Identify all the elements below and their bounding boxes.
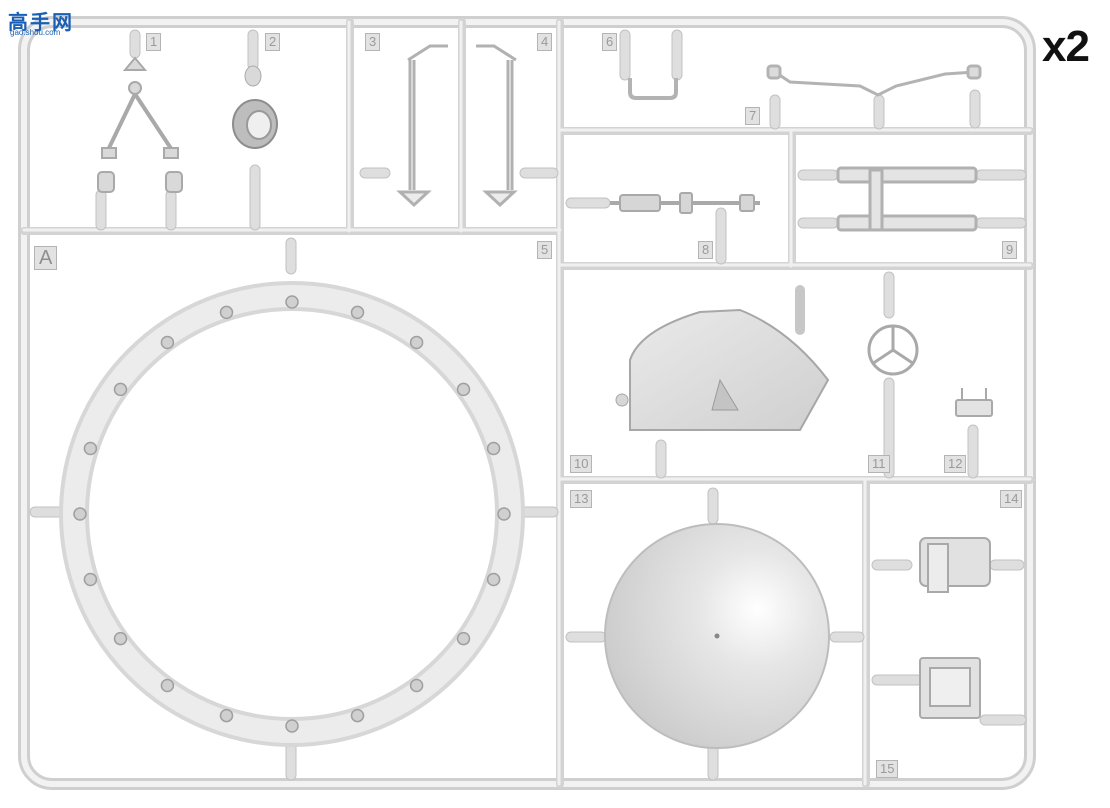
ring-bolt xyxy=(285,719,299,733)
ring-bolt xyxy=(456,382,471,397)
part-8-shock xyxy=(610,192,760,214)
part-5-clear-ring xyxy=(59,281,525,747)
ring-bolt xyxy=(486,572,501,587)
part-number-label: 7 xyxy=(745,107,761,125)
quantity-multiplier: x2 xyxy=(1042,22,1090,71)
part-1-tripod xyxy=(97,56,183,193)
watermark-main-text: 高手网 xyxy=(8,12,74,34)
ring-bolt xyxy=(285,295,299,309)
ring-bolt xyxy=(350,305,365,320)
part-12-bracket xyxy=(955,388,993,417)
part-number-label: 5 xyxy=(537,241,553,259)
part-6-u-bracket xyxy=(628,78,678,100)
part-3-4-frames xyxy=(396,44,518,208)
sprue-letter-label: A xyxy=(34,246,58,270)
ring-bolt xyxy=(409,335,424,350)
outer-sprue-frame xyxy=(18,16,1036,790)
ring-bolt xyxy=(113,382,128,397)
part-number-label: 11 xyxy=(868,455,890,473)
ring-bolt xyxy=(486,441,501,456)
part-number-label: 2 xyxy=(265,33,281,51)
part-number-label: 12 xyxy=(944,455,967,473)
ring-bolt xyxy=(73,507,87,521)
part-7-bar xyxy=(766,64,982,97)
ring-bolt xyxy=(160,335,175,350)
ring-bolt xyxy=(219,305,234,320)
ring-bolt xyxy=(497,507,511,521)
ring-bolt xyxy=(456,631,471,646)
ring-bolt xyxy=(409,678,424,693)
part-number-label: 9 xyxy=(1002,241,1018,259)
internal-runners xyxy=(20,18,1034,788)
part-11-steering-wheel xyxy=(867,324,919,376)
part-number-label: 13 xyxy=(570,490,593,508)
part-number-label: 8 xyxy=(698,241,714,259)
part-9-frame xyxy=(836,166,978,232)
gate-stubs xyxy=(29,29,1027,781)
watermark-sub-text: gao.shou.com xyxy=(10,28,61,37)
ring-bolt xyxy=(350,708,365,723)
part-15-panel xyxy=(919,657,981,719)
part-2-bearing xyxy=(232,65,278,149)
ring-bolt xyxy=(219,708,234,723)
ring-bolt xyxy=(83,441,98,456)
watermark-logo: 高手网 gao.shou.com xyxy=(8,6,74,40)
part-number-label: 15 xyxy=(876,760,899,778)
part-number-label: 14 xyxy=(1000,490,1023,508)
part-number-label: 6 xyxy=(602,33,618,51)
part-number-label: 10 xyxy=(570,455,593,473)
ring-bolt xyxy=(83,572,98,587)
ring-bolt xyxy=(113,631,128,646)
ring-bolt xyxy=(160,678,175,693)
part-number-label: 1 xyxy=(146,33,162,51)
part-10-tank xyxy=(615,285,830,431)
part-number-label: 3 xyxy=(365,33,381,51)
part-14-box xyxy=(919,537,991,593)
part-number-label: 4 xyxy=(537,33,553,51)
part-13-sphere xyxy=(604,523,830,749)
